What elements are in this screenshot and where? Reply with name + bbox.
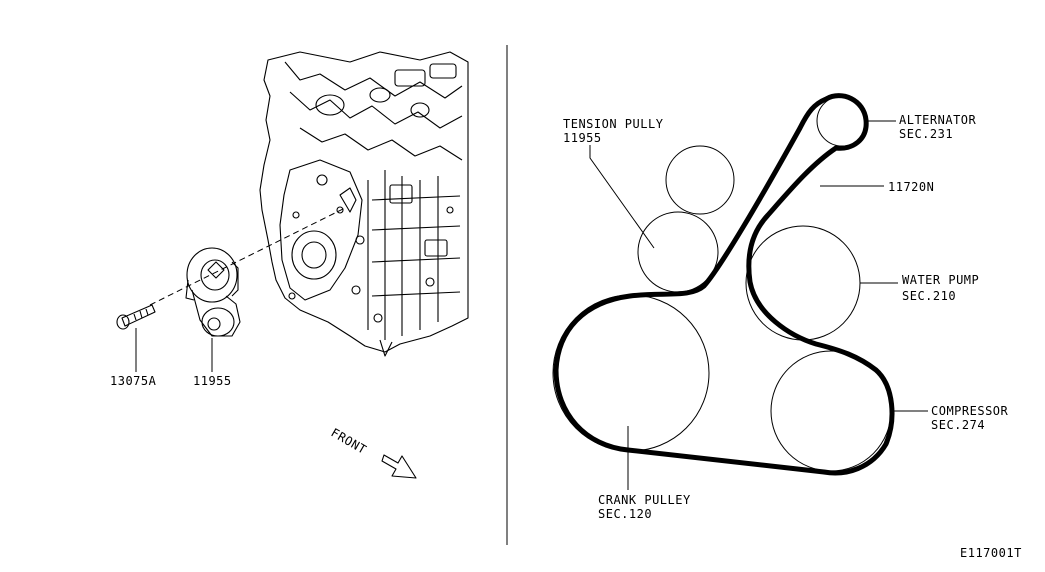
leader-tension-pulley (589, 145, 655, 249)
bolt-13075a (116, 304, 156, 330)
front-arrow-icon (381, 454, 417, 479)
engine-block-illustration (259, 51, 469, 357)
belt-part-label: 11720N (888, 180, 934, 194)
tension-pulley-label: TENSION PULLY (563, 117, 664, 131)
alternator-label: ALTERNATOR (899, 113, 977, 127)
compressor-label: COMPRESSOR (931, 404, 1009, 418)
tension-pulley-part: 11955 (563, 131, 602, 145)
idler-pulley-circle (665, 145, 735, 215)
water-pump-pulley-circle (745, 225, 861, 341)
mount-dash-line (149, 207, 346, 306)
water-pump-label: WATER PUMP (902, 273, 979, 287)
water-pump-sec: SEC.210 (902, 289, 956, 303)
callout-bolt-label: 13075A (110, 374, 157, 388)
front-label: FRONT (329, 425, 369, 456)
compressor-sec: SEC.274 (931, 418, 985, 432)
callout-tensioner-label: 11955 (193, 374, 232, 388)
alternator-sec: SEC.231 (899, 127, 953, 141)
drive-belt-11720n (553, 93, 895, 476)
tensioner-assembly-11955 (185, 247, 241, 337)
crank-pulley-label: CRANK PULLEY (598, 493, 691, 507)
diagram-code: E117001T (960, 546, 1022, 560)
crank-pulley-sec: SEC.120 (598, 507, 652, 521)
